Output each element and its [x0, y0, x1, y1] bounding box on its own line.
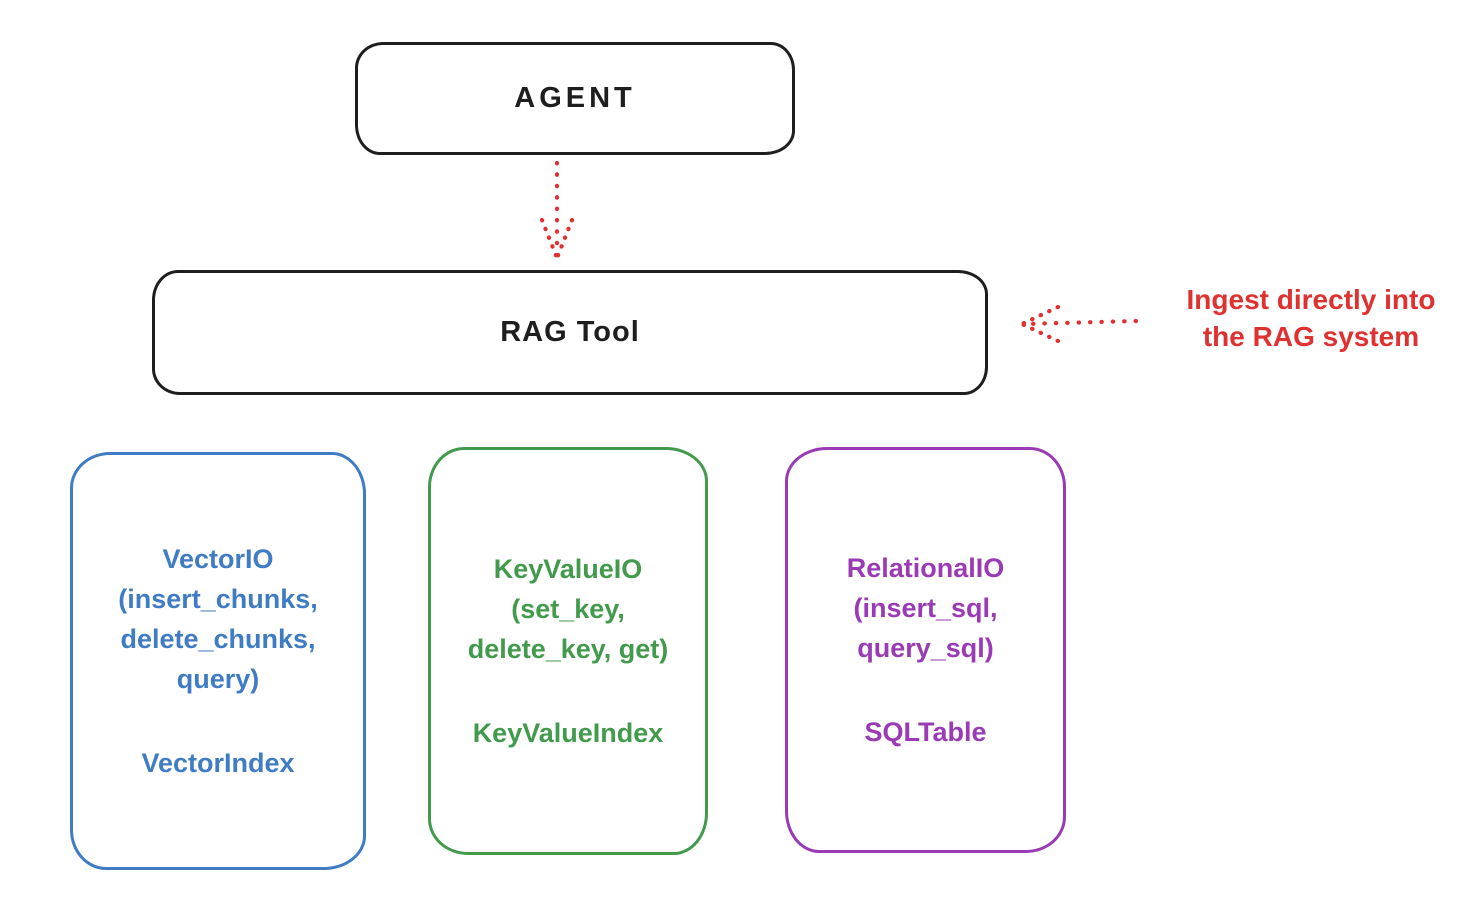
key-value-io-line-1: KeyValueIO — [493, 554, 643, 584]
key-value-index-label: KeyValueIndex — [472, 718, 664, 748]
node-relational-io: RelationalIO (insert_sql, query_sql) SQL… — [785, 447, 1066, 853]
node-agent-label: AGENT — [514, 82, 636, 114]
node-agent: AGENT — [355, 42, 795, 155]
node-rag-tool-label: RAG Tool — [500, 316, 640, 348]
arrow-shaft — [1021, 318, 1139, 327]
vector-io-line-3: delete_chunks, — [120, 624, 316, 654]
node-key-value-io: KeyValueIO (set_key, delete_key, get) Ke… — [428, 447, 708, 855]
relational-io-line-3: query_sql) — [857, 633, 994, 663]
key-value-io-line-3: delete_key, get) — [467, 634, 669, 664]
key-value-io-methods: KeyValueIO (set_key, delete_key, get) — [468, 549, 669, 669]
vector-index-label: VectorIndex — [141, 748, 295, 778]
vector-io-line-2: (insert_chunks, — [118, 584, 318, 614]
vector-io-line-1: VectorIO — [162, 544, 274, 574]
arrow-head-down-icon — [539, 217, 575, 261]
vector-io-line-4: query) — [176, 664, 260, 694]
ingest-annotation: Ingest directly into the RAG system — [1138, 281, 1484, 355]
sql-table-label: SQLTable — [864, 717, 987, 747]
dotted-arrow-agent-to-rag-tool — [539, 160, 575, 261]
relational-io-line-2: (insert_sql, — [853, 593, 998, 623]
key-value-io-line-2: (set_key, — [511, 594, 625, 624]
node-vector-io: VectorIO (insert_chunks, delete_chunks, … — [70, 452, 366, 870]
ingest-annotation-line-2: the RAG system — [1202, 321, 1420, 352]
relational-io-line-1: RelationalIO — [846, 553, 1005, 583]
node-rag-tool: RAG Tool — [152, 270, 988, 395]
dotted-arrow-ingest-to-rag-tool — [1019, 304, 1139, 344]
ingest-annotation-line-1: Ingest directly into — [1186, 284, 1436, 315]
relational-io-methods: RelationalIO (insert_sql, query_sql) — [847, 548, 1005, 668]
arrow-head-left-icon — [1019, 304, 1061, 344]
vector-io-methods: VectorIO (insert_chunks, delete_chunks, … — [118, 539, 318, 699]
